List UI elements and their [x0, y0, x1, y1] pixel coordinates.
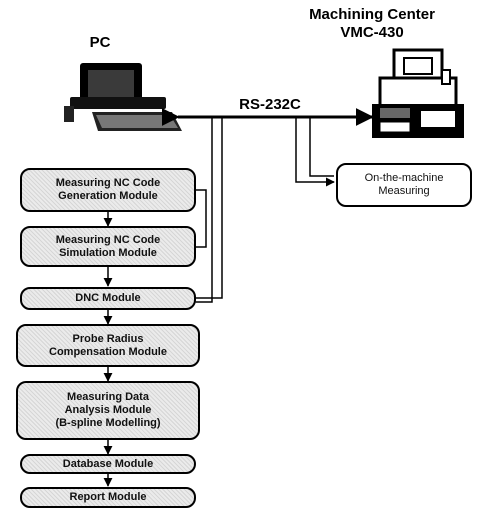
machining-center-icon	[372, 48, 464, 138]
computer-icon	[64, 63, 182, 131]
on-the-machine-measuring-box: On-the-machine Measuring	[336, 163, 472, 207]
dnc-module: DNC Module	[20, 287, 196, 310]
pc-label: PC	[89, 34, 111, 51]
machining-center-title: Machining Center	[309, 6, 435, 23]
measuring-data-analysis-module: Measuring Data Analysis Module (B-spline…	[16, 381, 200, 440]
report-module: Report Module	[20, 487, 196, 508]
nc-code-simulation-module: Measuring NC Code Simulation Module	[20, 226, 196, 267]
nc-code-generation-module: Measuring NC Code Generation Module	[20, 168, 196, 212]
database-module: Database Module	[20, 454, 196, 474]
probe-radius-compensation-module: Probe Radius Compensation Module	[16, 324, 200, 367]
machine-model-label: VMC-430	[340, 24, 404, 41]
rs232c-label: RS-232C	[239, 96, 301, 113]
